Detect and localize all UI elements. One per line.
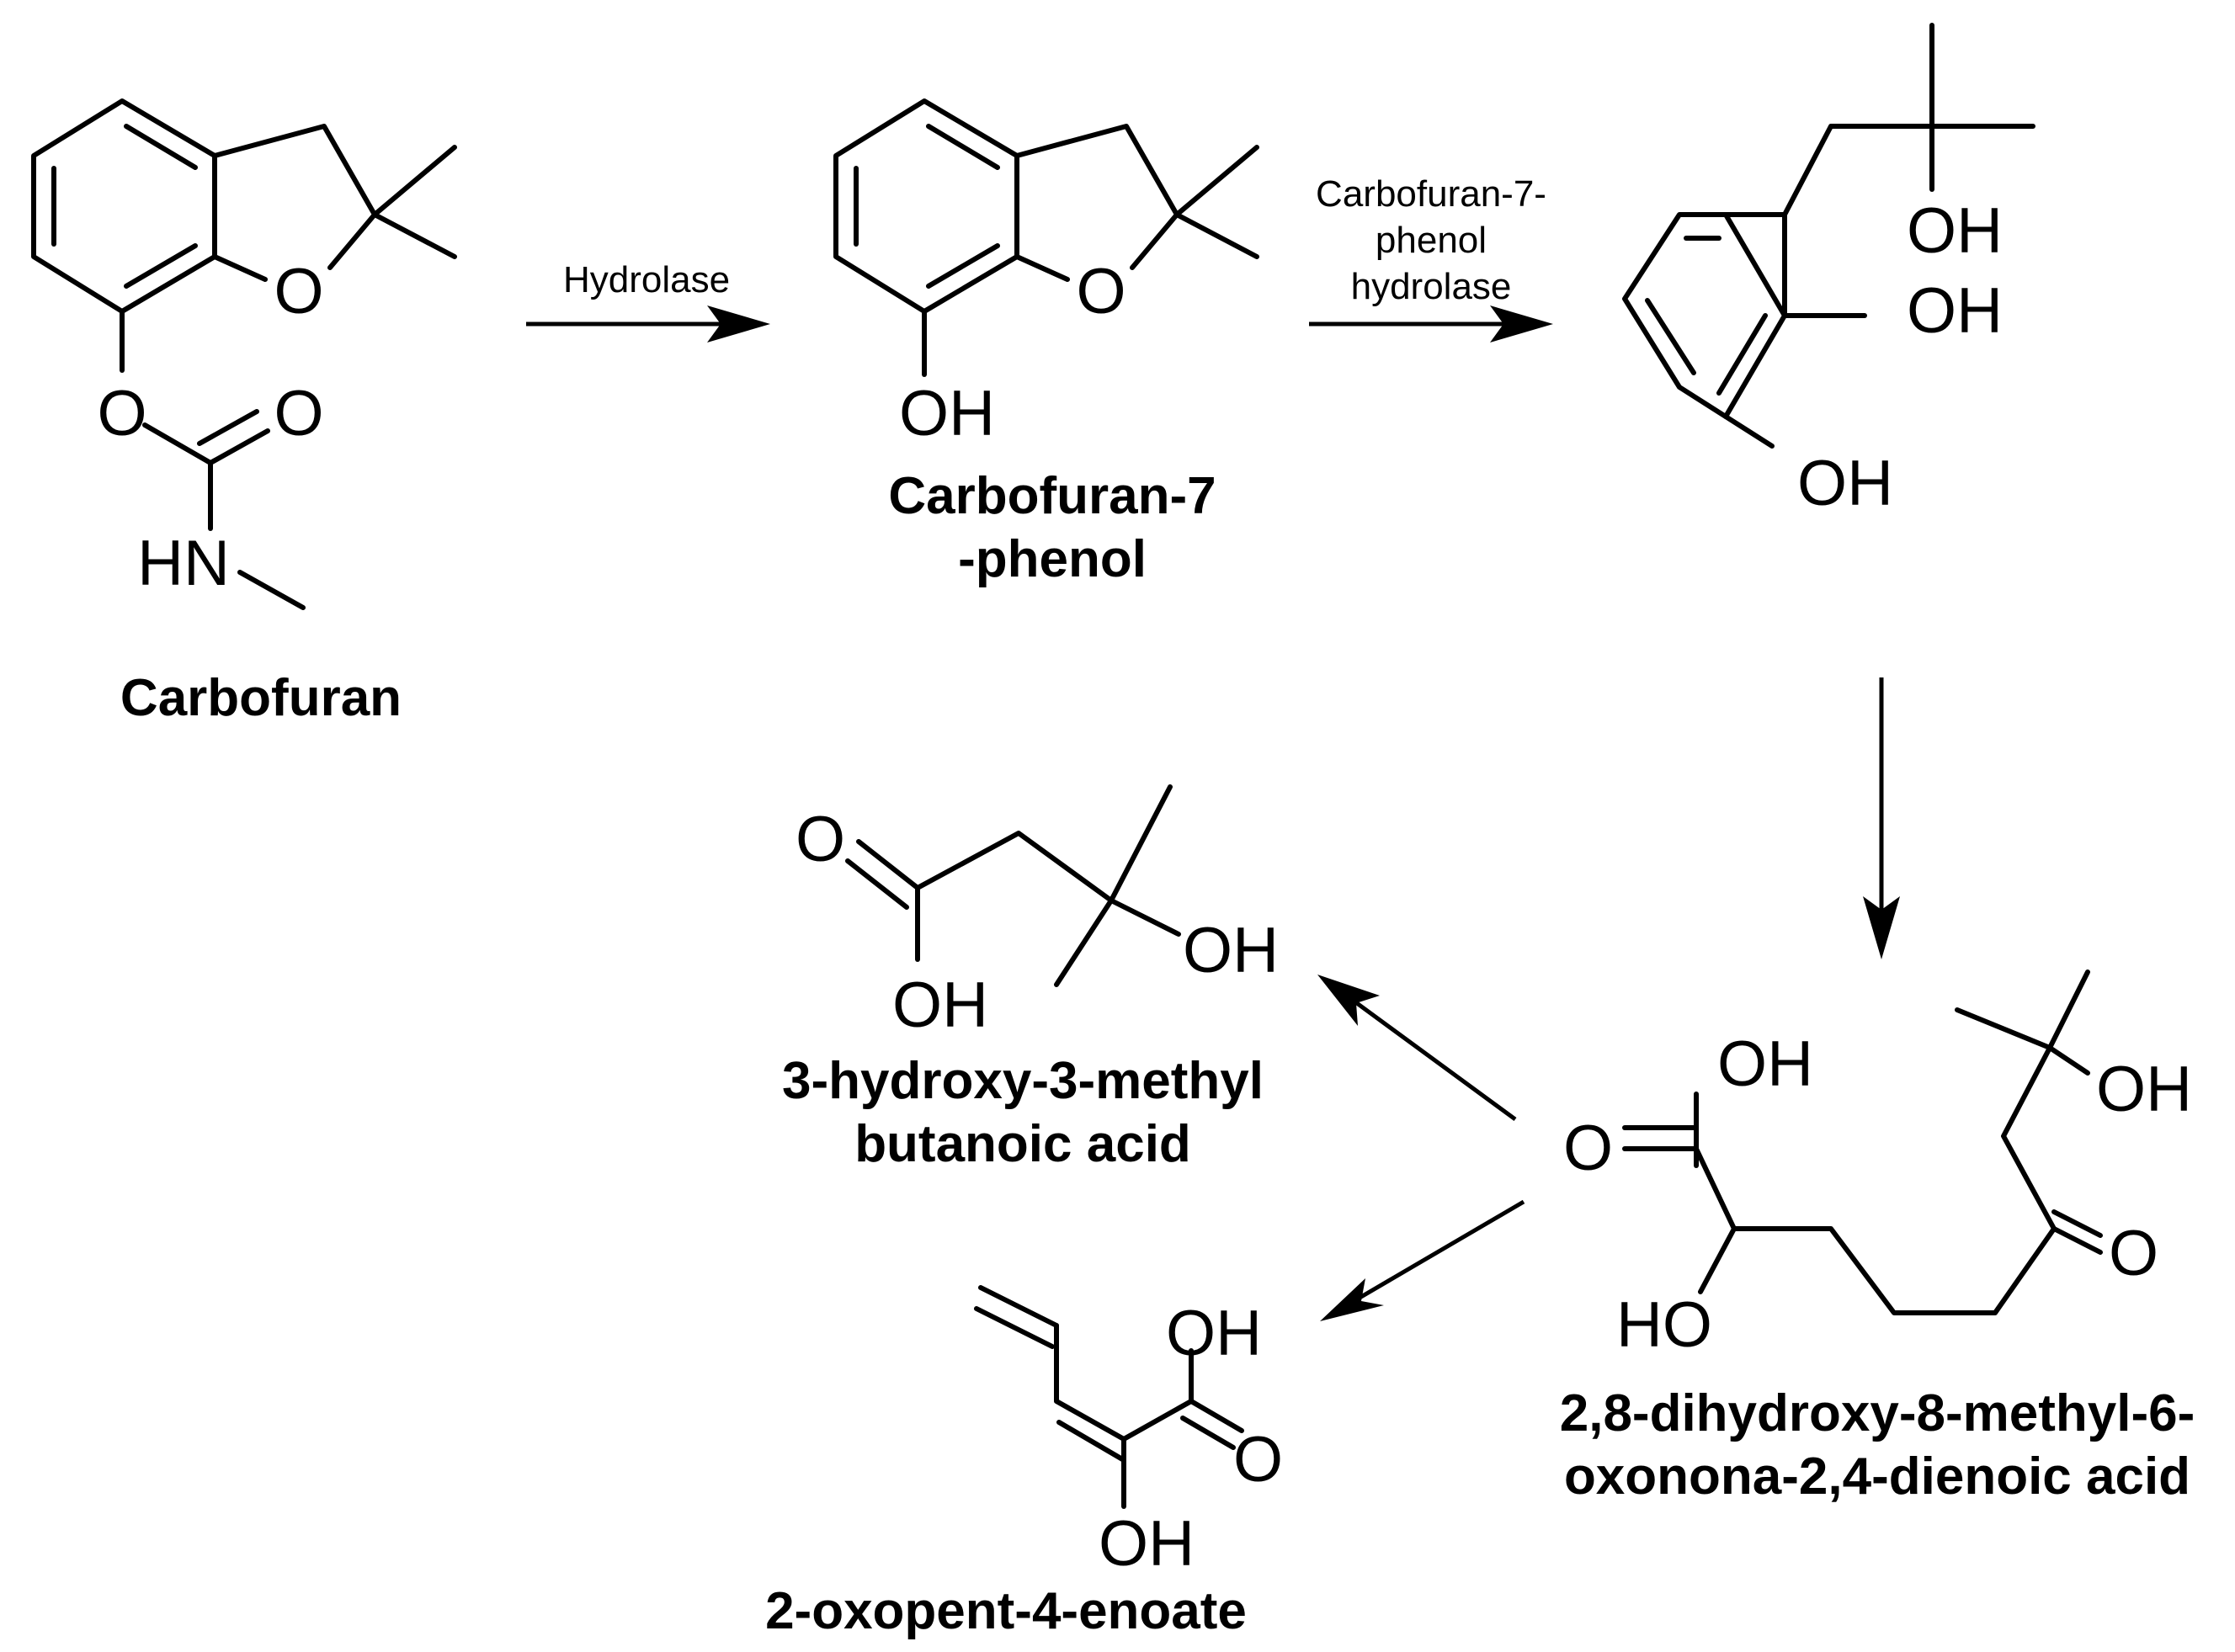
butanoic-oh-tert: OH [1183,915,1279,986]
phenol-ring-oxygen: O [1076,256,1125,327]
dienoic-o-keto: O [2109,1218,2158,1289]
butanoic-structure [845,784,1181,987]
arrow-down [1863,677,1900,959]
phenol-label-line1: Carbofuran-7 [888,467,1216,525]
dienoic-structure [1622,969,2103,1315]
butanoic-label-line2: butanoic acid [854,1115,1191,1173]
arrow-phenol-hydrolase [1309,305,1553,343]
arrow-to-butanoic [1317,975,1517,1122]
triol-oh-top: OH [1907,195,2003,267]
triol-structure [1622,23,2035,449]
dienoic-oh-acid: OH [1717,1028,1813,1100]
enzyme-phenol-hydrolase-line3: hydrolase [1351,266,1512,307]
enzyme-hydrolase: Hydrolase [563,259,730,300]
butanoic-oh-acid: OH [892,969,988,1041]
enoate-oh-enol: OH [1099,1508,1195,1580]
carbofuran-ester-oxygen: O [97,378,146,449]
dienoic-oh-tert: OH [2096,1054,2192,1125]
enzyme-phenol-hydrolase-line1: Carbofuran-7- [1316,173,1546,215]
arrow-to-enoate [1320,1199,1525,1321]
butanoic-label-line1: 3-hydroxy-3-methyl [782,1052,1264,1110]
dienoic-ho: HO [1616,1289,1712,1361]
carbofuran-carbonyl-oxygen: O [274,378,323,449]
dienoic-label-line2: oxonona-2,4-dienoic acid [1564,1447,2190,1506]
phenol-label-line2: -phenol [958,530,1147,588]
enoate-label: 2-oxopent-4-enoate [765,1582,1247,1640]
phenol-structure [833,98,1259,377]
arrow-hydrolase [526,305,770,343]
dienoic-label-line1: 2,8-dihydroxy-8-methyl-6- [1560,1384,2195,1442]
phenol-oh: OH [899,378,995,449]
triol-oh-bottom: OH [1797,448,1893,519]
enoate-structure [974,1285,1244,1509]
carbofuran-label: Carbofuran [120,669,402,727]
enoate-oh-acid: OH [1166,1298,1262,1369]
dienoic-o-acid: O [1563,1113,1613,1184]
enoate-o-carbonyl: O [1233,1424,1283,1495]
carbofuran-structure [31,98,457,610]
carbofuran-nh: HN [137,528,230,599]
enzyme-phenol-hydrolase-line2: phenol [1376,220,1487,261]
triol-oh-mid: OH [1907,275,2003,347]
butanoic-o-carbonyl: O [796,804,845,875]
carbofuran-ring-oxygen: O [274,256,323,327]
